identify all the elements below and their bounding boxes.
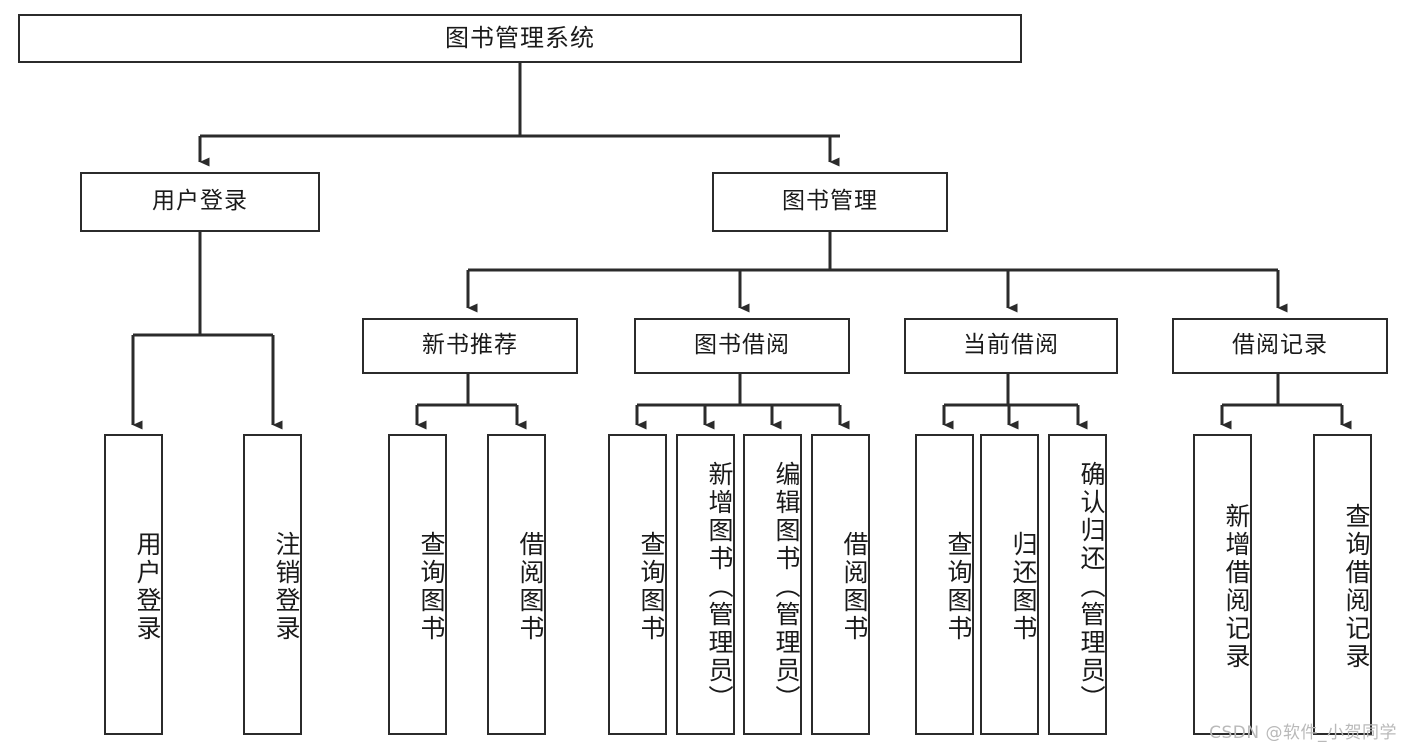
- node-borrow-record[interactable]: 借阅记录: [1172, 318, 1388, 374]
- leaf-book-borrow-query[interactable]: 查询图书: [608, 434, 667, 735]
- leaf-book-borrow-borrow[interactable]: 借阅图书: [811, 434, 870, 735]
- node-book-borrow[interactable]: 图书借阅: [634, 318, 850, 374]
- leaf-user-login-login[interactable]: 用户登录: [104, 434, 163, 735]
- leaf-book-borrow-add[interactable]: 新增图书（管理员）: [676, 434, 735, 735]
- leaf-book-borrow-edit[interactable]: 编辑图书（管理员）: [743, 434, 802, 735]
- leaf-user-login-logout[interactable]: 注销登录: [243, 434, 302, 735]
- node-current-borrow[interactable]: 当前借阅: [904, 318, 1118, 374]
- leaf-new-book-query[interactable]: 查询图书: [388, 434, 447, 735]
- leaf-borrow-record-add[interactable]: 新增借阅记录: [1193, 434, 1252, 735]
- node-new-book-recommend[interactable]: 新书推荐: [362, 318, 578, 374]
- leaf-current-borrow-return[interactable]: 归还图书: [980, 434, 1039, 735]
- leaf-current-borrow-confirm-return[interactable]: 确认归还（管理员）: [1048, 434, 1107, 735]
- leaf-new-book-borrow[interactable]: 借阅图书: [487, 434, 546, 735]
- leaf-current-borrow-query[interactable]: 查询图书: [915, 434, 974, 735]
- node-book-manage[interactable]: 图书管理: [712, 172, 948, 232]
- node-user-login[interactable]: 用户登录: [80, 172, 320, 232]
- node-root-system[interactable]: 图书管理系统: [18, 14, 1022, 63]
- leaf-borrow-record-query[interactable]: 查询借阅记录: [1313, 434, 1372, 735]
